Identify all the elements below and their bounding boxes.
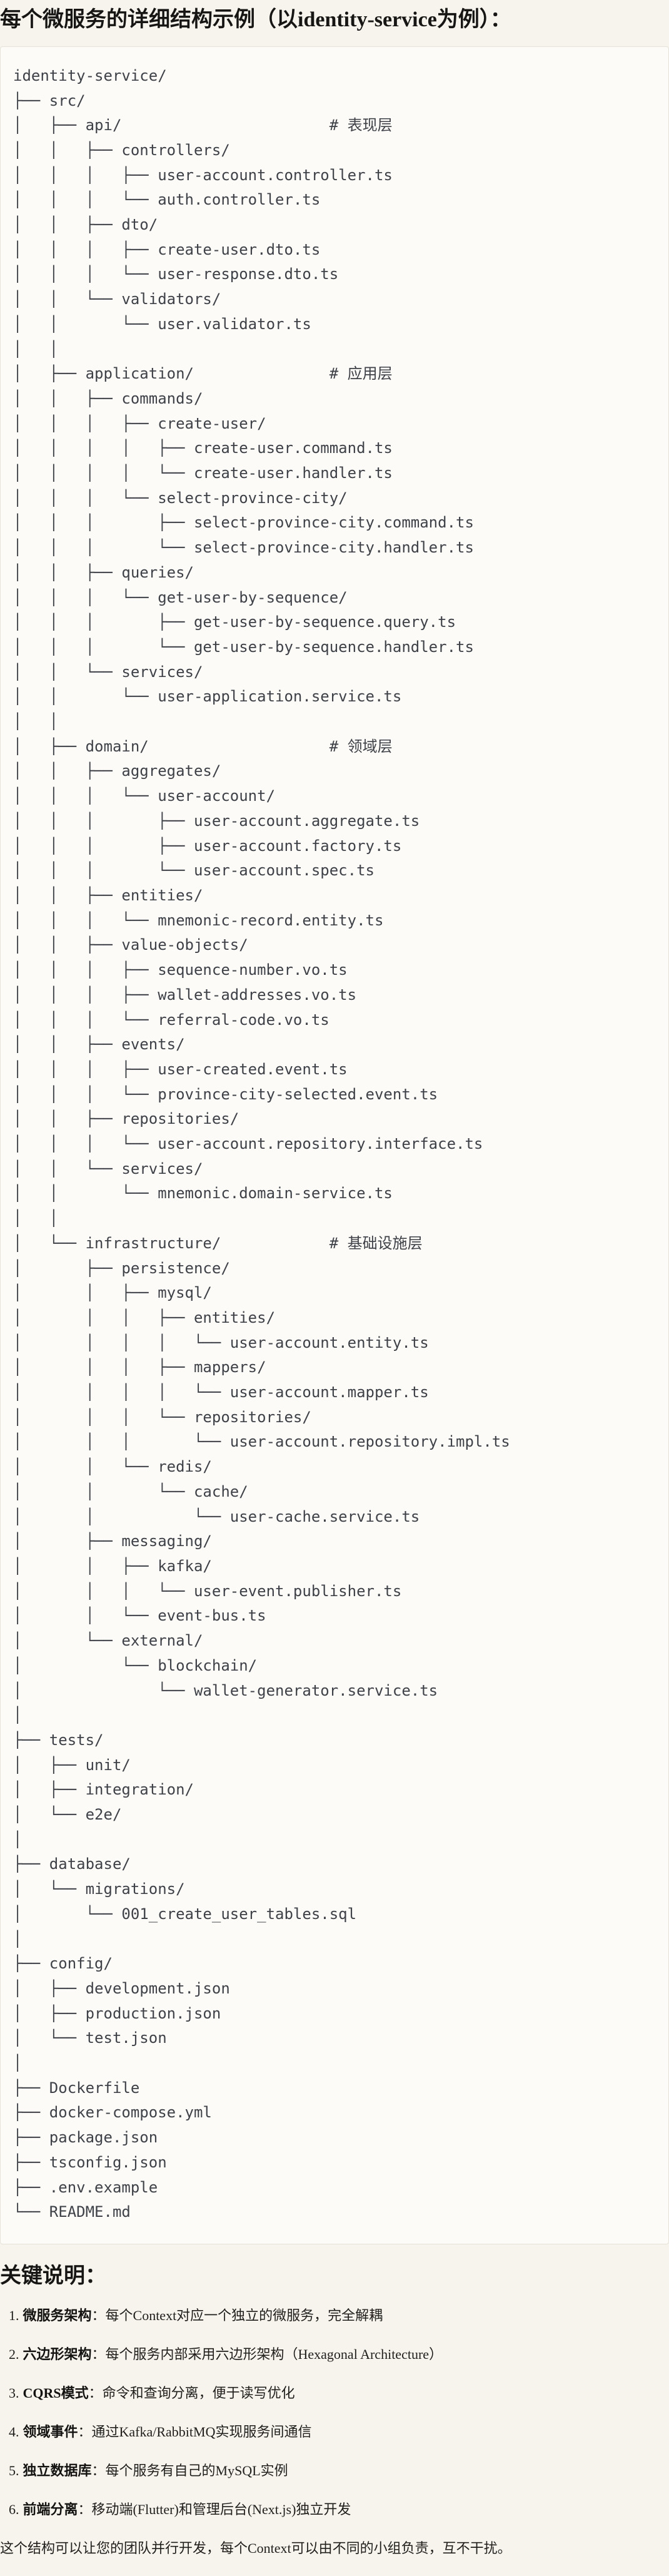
note-label: CQRS模式	[23, 2385, 89, 2401]
page-title: 每个微服务的详细结构示例（以identity-service为例）：	[0, 8, 511, 31]
note-label: 独立数据库	[23, 2462, 92, 2478]
note-item-hexagonal: 2.六边形架构：每个服务内部采用六边形架构（Hexagonal Architec…	[9, 2346, 669, 2363]
closing-paragraph: 这个结构可以让您的团队并行开发，每个Context可以由不同的小组负责，互不干扰…	[0, 2540, 511, 2556]
note-number: 2.	[9, 2346, 19, 2362]
note-item-cqrs: 3.CQRS模式：命令和查询分离，便于读写优化	[9, 2385, 669, 2402]
note-label: 微服务架构	[23, 2307, 92, 2323]
notes-heading: 关键说明：	[0, 2264, 106, 2288]
directory-tree: identity-service/ ├── src/ │ ├── api/ # …	[13, 66, 510, 2221]
note-number: 5.	[9, 2462, 19, 2478]
note-text: ：移动端(Flutter)和管理后台(Next.js)独立开发	[78, 2501, 351, 2517]
note-number: 4.	[9, 2423, 19, 2440]
code-block: identity-service/ ├── src/ │ ├── api/ # …	[0, 46, 669, 2244]
note-text: ：每个Context对应一个独立的微服务，完全解耦	[91, 2307, 383, 2323]
note-label: 前端分离	[23, 2501, 78, 2517]
note-item-domain-events: 4.领域事件：通过Kafka/RabbitMQ实现服务间通信	[9, 2423, 669, 2441]
note-label: 六边形架构	[23, 2346, 92, 2362]
note-text: ：每个服务有自己的MySQL实例	[91, 2462, 288, 2478]
note-item-database: 5.独立数据库：每个服务有自己的MySQL实例	[9, 2462, 669, 2480]
notes-list: 1.微服务架构：每个Context对应一个独立的微服务，完全解耦 2.六边形架构…	[0, 2307, 669, 2518]
note-item-frontend: 6.前端分离：移动端(Flutter)和管理后台(Next.js)独立开发	[9, 2501, 669, 2518]
note-number: 1.	[9, 2307, 19, 2323]
note-text: ：通过Kafka/RabbitMQ实现服务间通信	[78, 2423, 312, 2440]
note-number: 3.	[9, 2385, 19, 2401]
note-text: ：命令和查询分离，便于读写优化	[88, 2385, 295, 2401]
note-item-microservice: 1.微服务架构：每个Context对应一个独立的微服务，完全解耦	[9, 2307, 669, 2324]
note-number: 6.	[9, 2501, 19, 2517]
note-text: ：每个服务内部采用六边形架构（Hexagonal Architecture）	[91, 2346, 443, 2362]
note-label: 领域事件	[23, 2423, 78, 2440]
